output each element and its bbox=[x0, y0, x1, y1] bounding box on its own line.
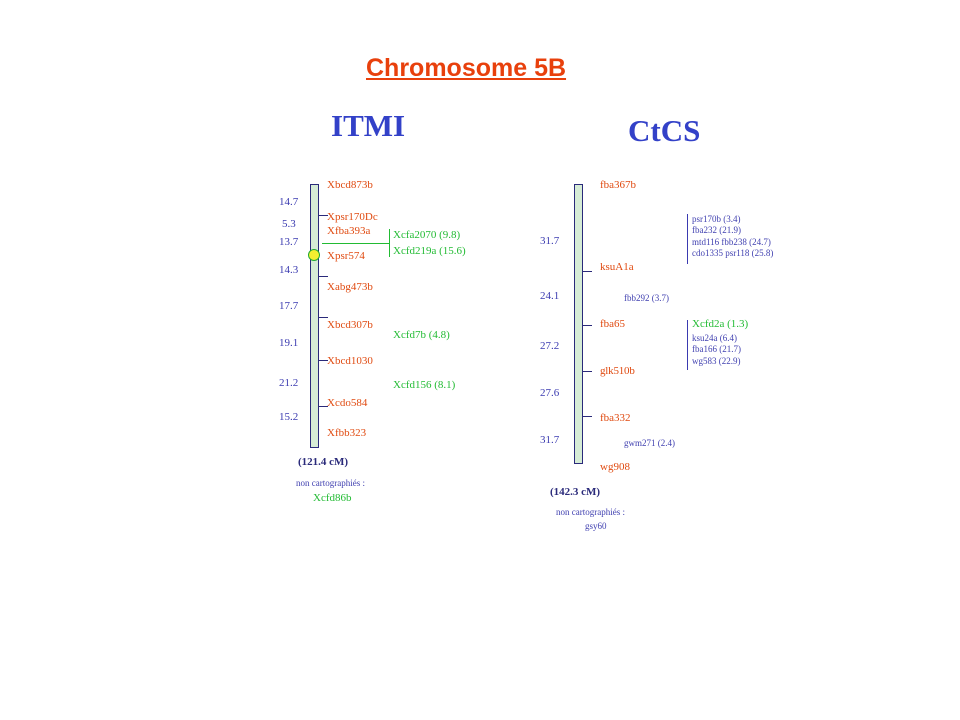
ctcs-tick bbox=[582, 371, 592, 372]
main-title: Chromosome 5B bbox=[366, 54, 567, 82]
itmi-tick bbox=[318, 360, 328, 361]
itmi-green-label: Xcfd219a (15.6) bbox=[393, 245, 466, 257]
ctcs-group2-item: ksu24a (6.4) bbox=[692, 333, 737, 343]
itmi-distance: 14.7 bbox=[279, 196, 299, 208]
ctcs-marker: wg908 bbox=[600, 461, 630, 473]
itmi-marker: Xfbb323 bbox=[327, 427, 367, 439]
itmi-distance: 19.1 bbox=[279, 337, 299, 349]
ctcs-green-label: Xcfd2a (1.3) bbox=[692, 318, 749, 330]
itmi-title: ITMI bbox=[331, 108, 406, 143]
itmi-distance: 5.3 bbox=[282, 218, 296, 230]
ctcs-group2-item: fba166 (21.7) bbox=[692, 344, 741, 355]
ctcs-tick bbox=[582, 416, 592, 417]
ctcs-distance: 31.7 bbox=[540, 434, 560, 446]
ctcs-group1-bracket bbox=[687, 214, 688, 264]
ctcs-group1-item: fba232 (21.9) bbox=[692, 225, 741, 236]
itmi-marker: Xbcd307b bbox=[327, 319, 373, 331]
ctcs-marker: ksuA1a bbox=[600, 261, 634, 273]
itmi-tick bbox=[318, 215, 328, 216]
itmi-marker: Xbcd873b bbox=[327, 179, 373, 191]
itmi-green-label: Xcfd156 (8.1) bbox=[393, 379, 456, 391]
ctcs-non-carto-label: non cartographiés : bbox=[556, 507, 625, 517]
centromere-icon bbox=[308, 249, 320, 261]
ctcs-marker: fba367b bbox=[600, 179, 637, 191]
itmi-tick bbox=[318, 317, 328, 318]
ctcs-gwm271-label: gwm271 (2.4) bbox=[624, 438, 675, 448]
ctcs-marker: fba65 bbox=[600, 318, 626, 330]
itmi-marker: Xpsr170Dc bbox=[327, 211, 378, 223]
ctcs-tick bbox=[582, 325, 592, 326]
itmi-distance: 15.2 bbox=[279, 411, 299, 423]
ctcs-group1-item: psr170b (3.4) bbox=[692, 214, 741, 224]
ctcs-chromosome-bar bbox=[574, 184, 583, 464]
ctcs-distance: 31.7 bbox=[540, 235, 560, 247]
ctcs-fbb292-label: fbb292 (3.7) bbox=[624, 293, 669, 303]
ctcs-group1-item: mtd116 fbb238 (24.7) bbox=[692, 236, 771, 247]
itmi-total-length: (121.4 cM) bbox=[298, 456, 349, 468]
itmi-tick bbox=[318, 276, 328, 277]
ctcs-title: CtCS bbox=[628, 113, 701, 148]
ctcs-distance: 27.6 bbox=[540, 387, 560, 399]
ctcs-tick bbox=[582, 271, 592, 272]
itmi-distance: 17.7 bbox=[279, 300, 299, 312]
itmi-marker: Xpsr574 bbox=[327, 250, 365, 262]
itmi-green-bracket bbox=[389, 229, 390, 257]
itmi-green-label: Xcfa2070 (9.8) bbox=[393, 229, 461, 241]
itmi-marker: Xbcd1030 bbox=[327, 355, 373, 367]
ctcs-group1-item: cdo1335 psr118 (25.8) bbox=[692, 248, 774, 259]
ctcs-marker: fba332 bbox=[600, 412, 631, 424]
itmi-marker: Xcdo584 bbox=[327, 397, 368, 409]
ctcs-group2-item: wg583 (22.9) bbox=[692, 355, 741, 366]
itmi-distance: 13.7 bbox=[279, 236, 299, 248]
ctcs-distance: 24.1 bbox=[540, 290, 560, 302]
itmi-green-label: Xcfd7b (4.8) bbox=[393, 329, 450, 341]
itmi-distance: 21.2 bbox=[279, 377, 299, 389]
ctcs-total-length: (142.3 cM) bbox=[550, 486, 601, 498]
itmi-marker: Xabg473b bbox=[327, 281, 373, 293]
ctcs-group2-bracket bbox=[687, 320, 688, 370]
itmi-tick bbox=[318, 406, 328, 407]
itmi-chromosome-bar bbox=[310, 184, 319, 448]
itmi-distance: 14.3 bbox=[279, 264, 299, 276]
itmi-non-carto-label: non cartographiés : bbox=[296, 478, 365, 488]
itmi-green-connector bbox=[322, 243, 390, 244]
ctcs-marker: glk510b bbox=[600, 365, 635, 377]
ctcs-non-carto-marker: gsy60 bbox=[585, 521, 607, 531]
ctcs-distance: 27.2 bbox=[540, 340, 560, 352]
itmi-marker: Xfba393a bbox=[327, 225, 371, 237]
itmi-non-carto-marker: Xcfd86b bbox=[313, 492, 352, 504]
